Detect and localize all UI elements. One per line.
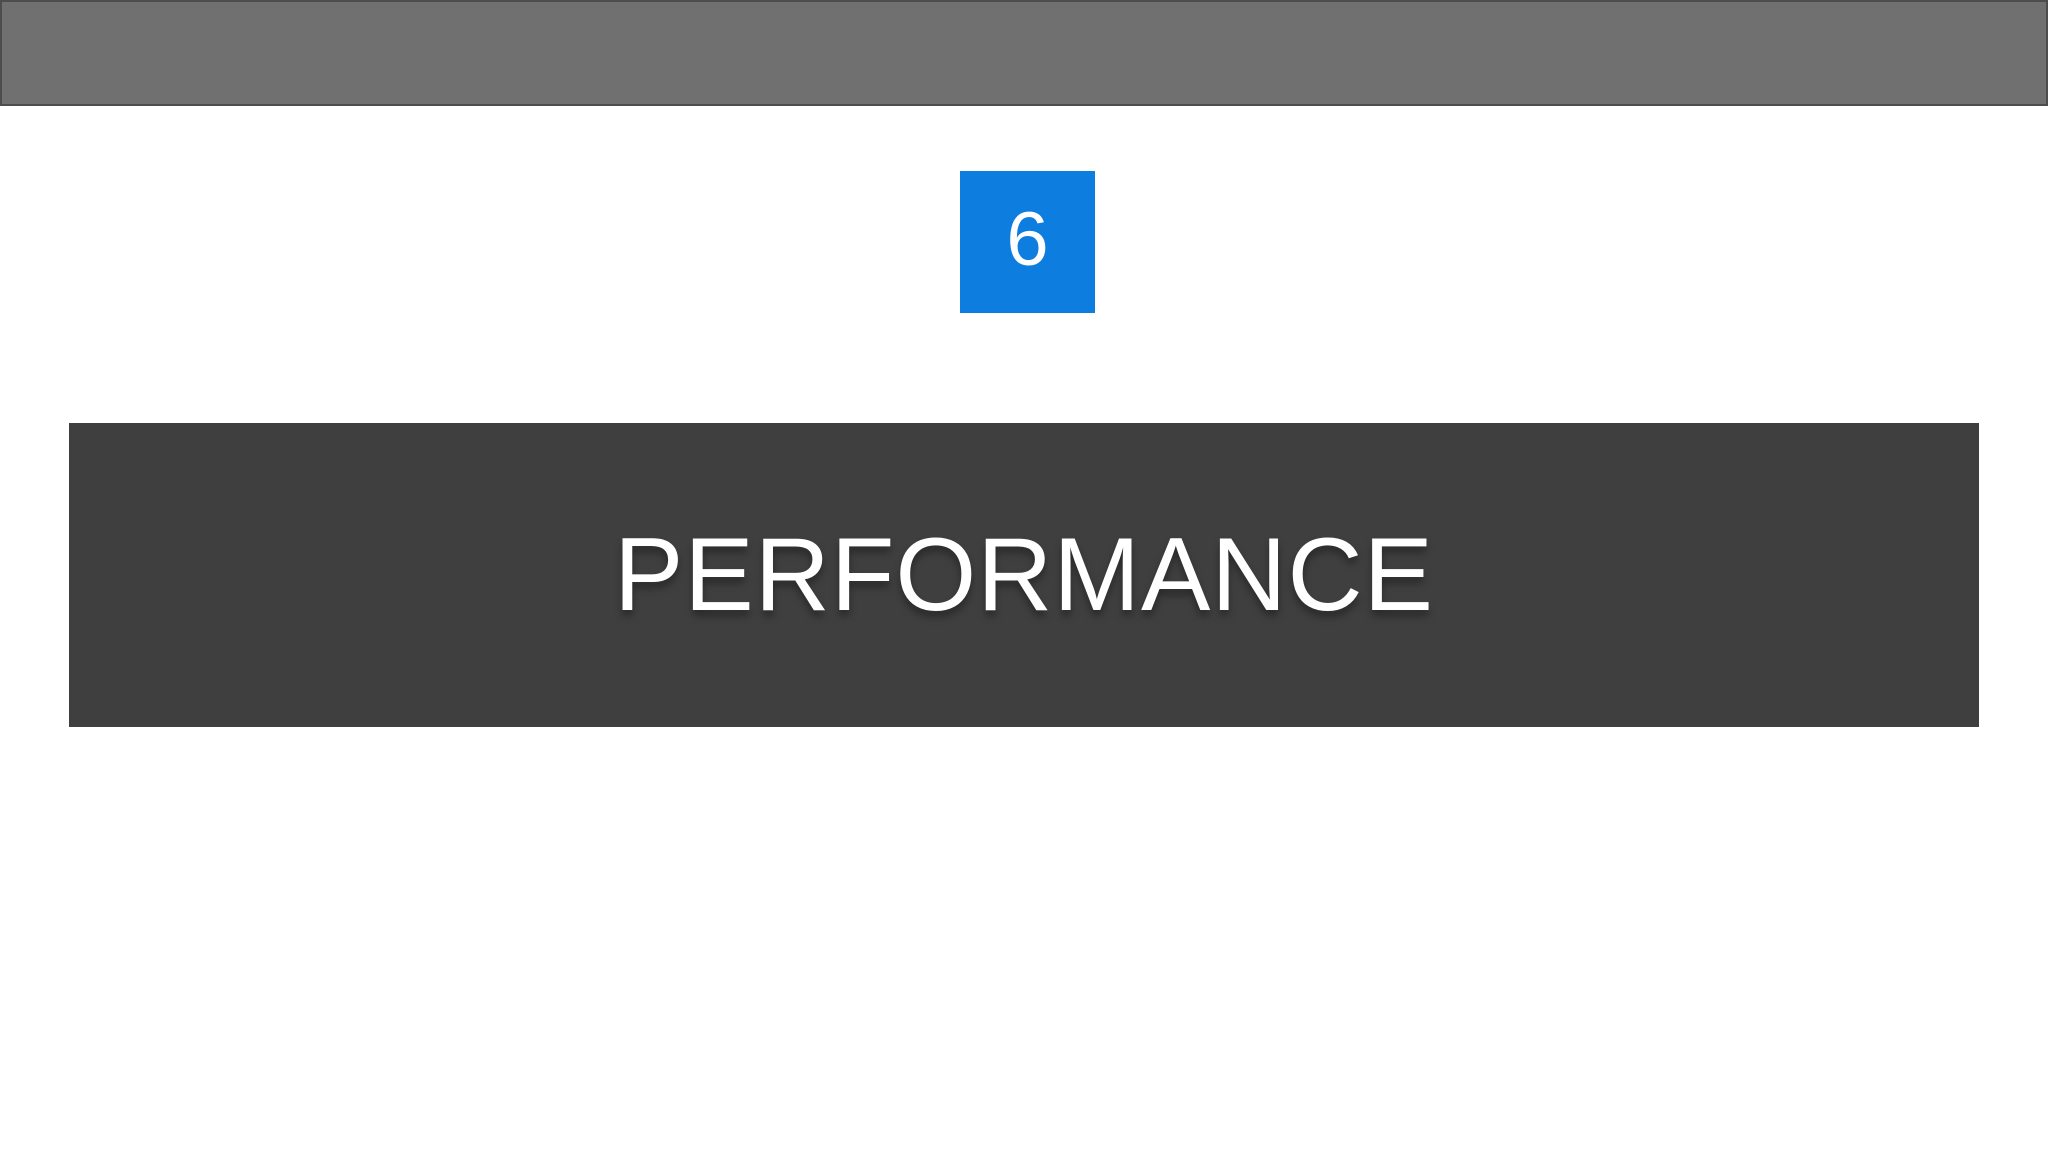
section-number-box: 6: [960, 171, 1095, 313]
section-number: 6: [1006, 197, 1049, 282]
title-banner: PERFORMANCE: [69, 423, 1979, 727]
top-bar: [0, 0, 2048, 106]
page-title: PERFORMANCE: [614, 517, 1434, 633]
